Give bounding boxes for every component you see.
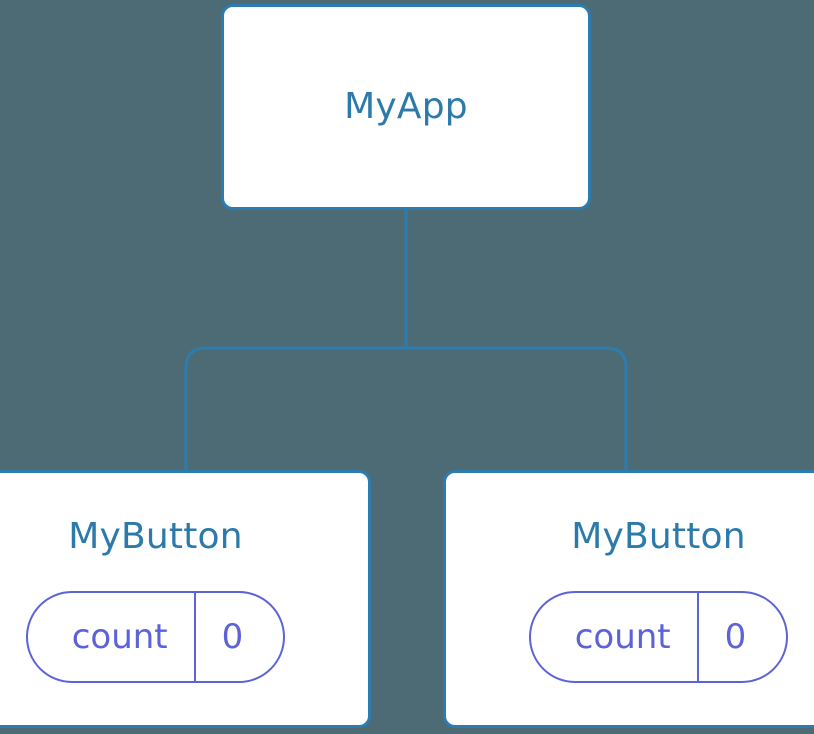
state-key-count: count xyxy=(574,617,671,657)
node-child-1[interactable]: MyButton count 0 xyxy=(443,470,814,728)
node-child-0-title: MyButton xyxy=(68,516,243,557)
state-value-count: 0 xyxy=(696,593,787,681)
state-value-count: 0 xyxy=(193,593,284,681)
node-root-title: MyApp xyxy=(344,86,468,127)
node-child-1-title: MyButton xyxy=(571,516,746,557)
state-key-count: count xyxy=(71,617,168,657)
edge-root-to-child-1 xyxy=(406,346,628,472)
state-pill-child-1[interactable]: count 0 xyxy=(528,591,789,683)
state-pill-child-0[interactable]: count 0 xyxy=(25,591,286,683)
edge-root-to-child-0 xyxy=(184,346,406,472)
node-root[interactable]: MyApp xyxy=(221,4,591,210)
node-child-0[interactable]: MyButton count 0 xyxy=(0,470,371,728)
